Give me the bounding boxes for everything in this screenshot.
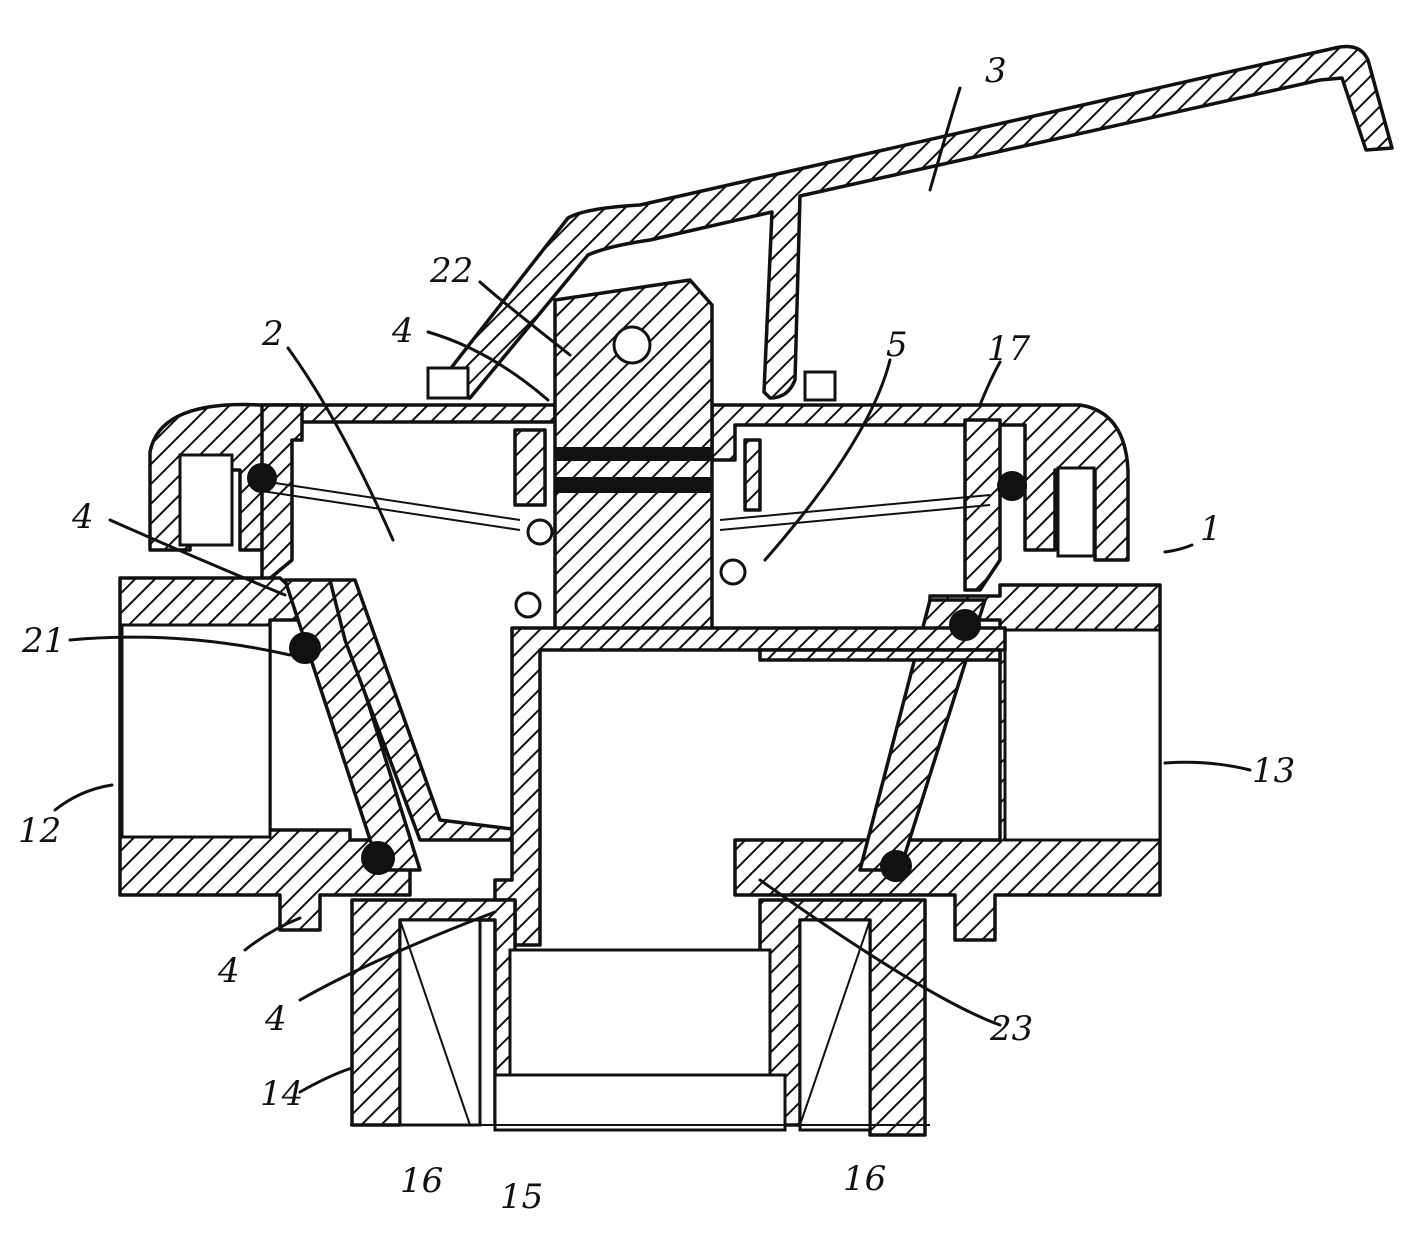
label-16-right: 16 — [843, 1159, 886, 1199]
label-4-left: 4 — [71, 497, 94, 537]
port-12-bore — [120, 623, 272, 839]
label-2: 2 — [261, 314, 284, 354]
label-12: 12 — [18, 811, 61, 851]
leader-lines — [53, 86, 1252, 1094]
cover-bolt-right — [1056, 466, 1096, 558]
stem-seal-lower — [554, 477, 713, 493]
label-4-bottom: 4 — [264, 999, 287, 1039]
port-13-bore — [1003, 628, 1162, 842]
seal-rings — [247, 463, 1027, 882]
stem-pin — [612, 325, 652, 365]
label-4-top: 4 — [391, 311, 414, 351]
top-cover — [148, 366, 1130, 562]
label-5: 5 — [886, 325, 908, 365]
central-stem — [514, 278, 747, 637]
label-23: 23 — [989, 1009, 1033, 1049]
label-4-bottom-left: 4 — [217, 951, 240, 991]
label-3: 3 — [985, 51, 1007, 91]
cover-bolt-left — [178, 453, 234, 547]
label-14: 14 — [260, 1074, 303, 1114]
label-15: 15 — [500, 1177, 543, 1217]
outlet-assembly — [350, 898, 930, 1137]
label-13: 13 — [1252, 751, 1295, 791]
upper-cavity — [254, 403, 1002, 592]
valve-body — [118, 576, 1162, 952]
label-21: 21 — [21, 621, 65, 661]
handle-lever — [428, 44, 1394, 400]
part-labels: 3 22 4 2 5 17 4 1 21 12 13 4 4 23 14 16 … — [18, 51, 1295, 1217]
outlet-16-left — [398, 918, 482, 1127]
label-1: 1 — [1200, 509, 1222, 549]
label-17: 17 — [987, 329, 1031, 369]
label-22: 22 — [429, 251, 473, 291]
stem-seal-upper — [554, 447, 713, 461]
label-16-left: 16 — [400, 1161, 443, 1201]
